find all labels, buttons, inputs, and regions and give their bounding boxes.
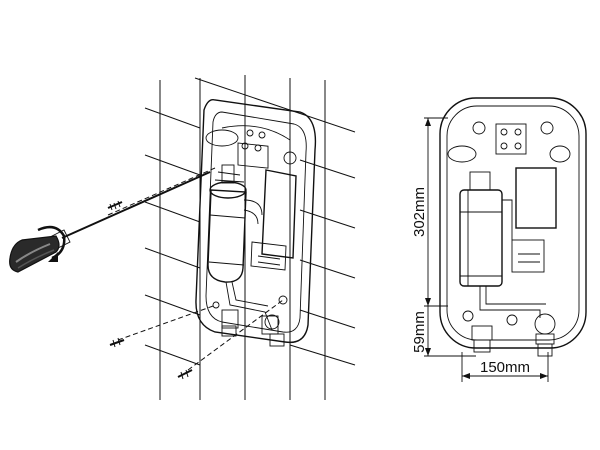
mounting-screws bbox=[109, 299, 284, 380]
dimension-label-height-lower: 59mm bbox=[411, 311, 428, 353]
control-board-front bbox=[511, 167, 557, 273]
dimension-label-height-upper: 302mm bbox=[411, 187, 428, 237]
terminal-block-front bbox=[495, 123, 527, 155]
control-board bbox=[250, 169, 297, 271]
heating-tank bbox=[207, 181, 247, 283]
screwdriver-icon bbox=[9, 167, 216, 273]
heating-tank-front bbox=[459, 171, 503, 287]
water-connectors bbox=[221, 309, 285, 347]
dimension-label-width: 150mm bbox=[480, 359, 530, 376]
heater-unit-front-view bbox=[439, 97, 587, 357]
dimension-lines bbox=[424, 117, 549, 382]
wall-tile-grid bbox=[144, 75, 356, 400]
terminal-block bbox=[237, 129, 269, 169]
screw-icon bbox=[107, 200, 123, 211]
water-connectors-front bbox=[471, 313, 556, 357]
heater-unit-perspective bbox=[195, 99, 317, 347]
